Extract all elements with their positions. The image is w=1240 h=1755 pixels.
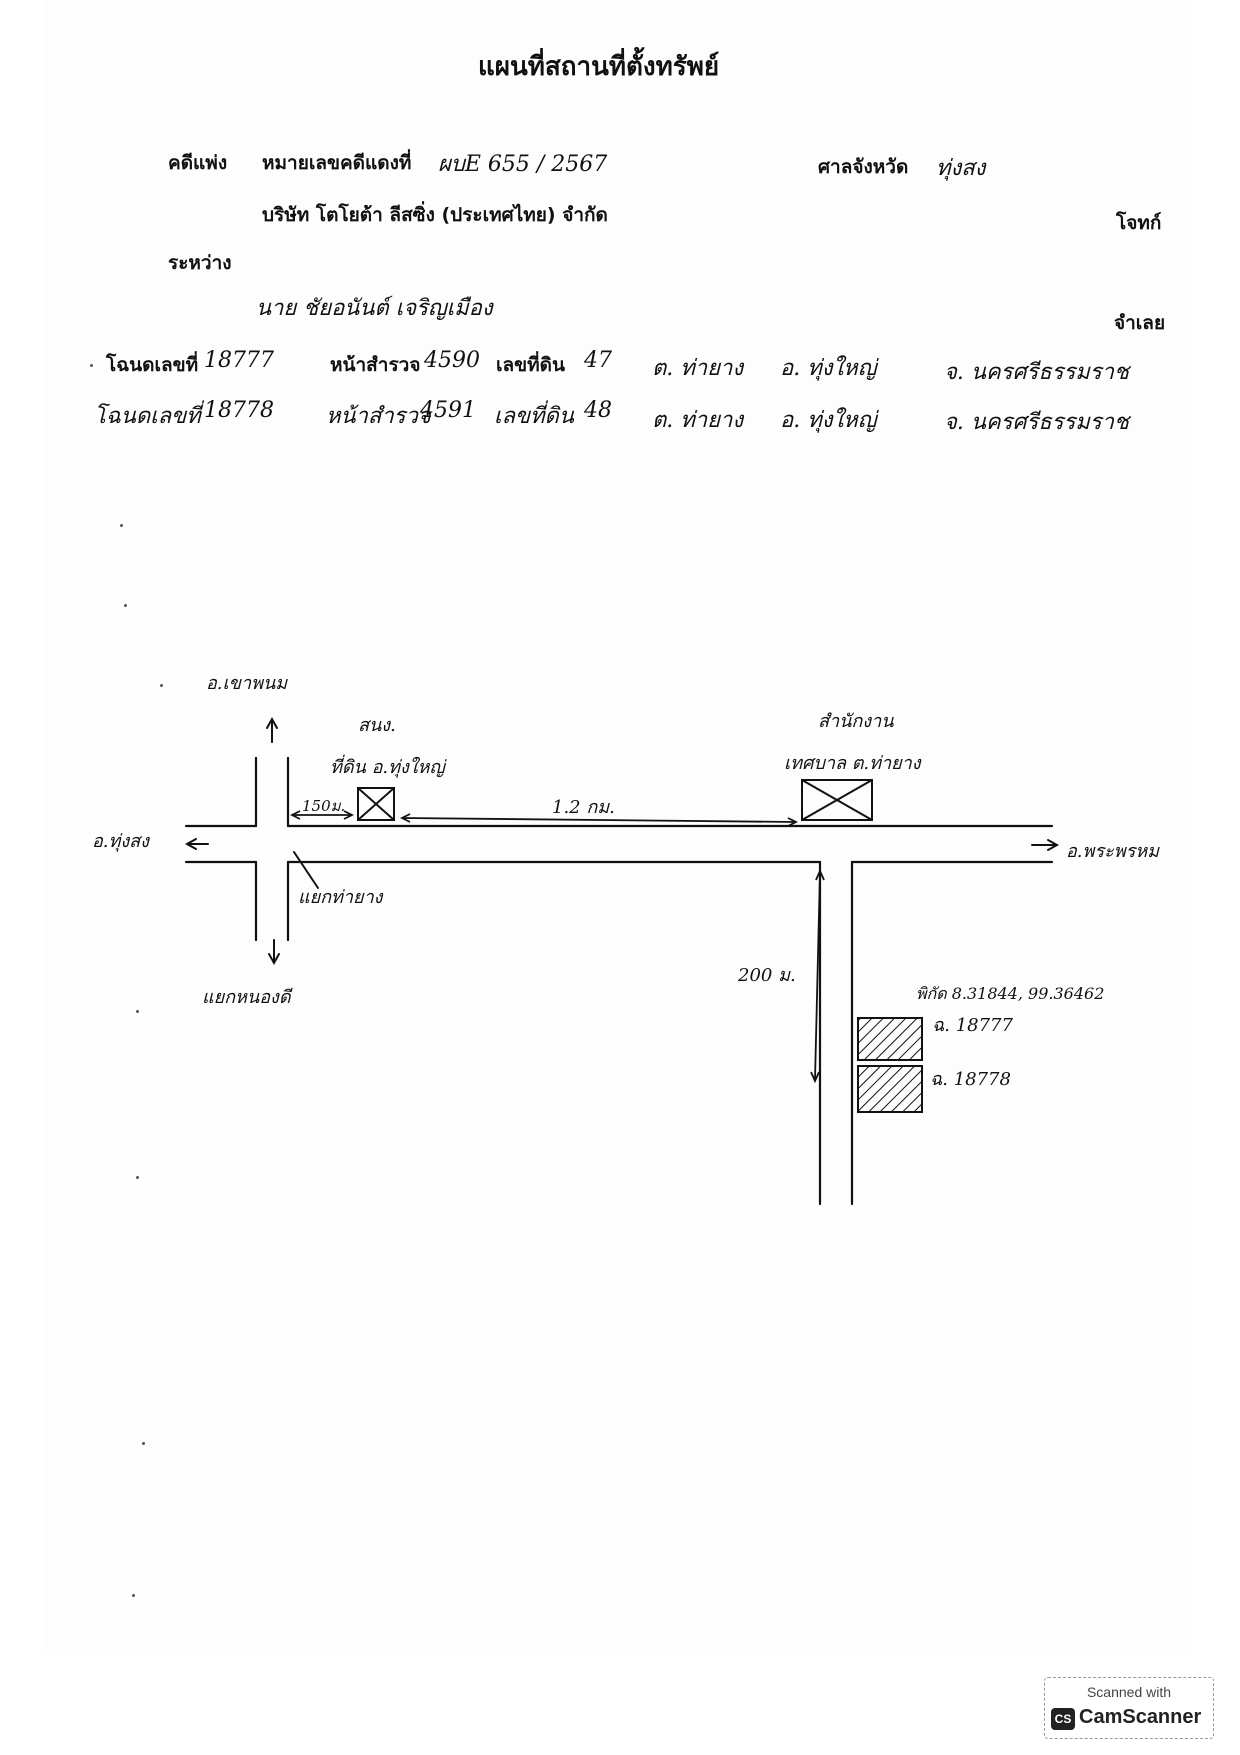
changwat: จ. นครศรีธรรมราช [944,410,1129,435]
municipal-office-label-line1: สำนักงาน [818,711,894,732]
court-name: ทุ่งสง [936,156,986,181]
south-destination-label: แยกหนองดี [202,987,291,1008]
distance-main-label: 1.2 กม. [552,797,615,818]
distance-arrow [814,871,821,1081]
camscanner-watermark: Scanned with CS CamScanner [1044,1677,1214,1739]
north-destination-label: อ.เขาพนม [206,673,288,694]
survey-label: หน้าสำรวจ [330,354,421,376]
north-arrow [266,716,278,729]
land-label: เลขที่ดิน [496,354,565,376]
plaintiff-name: บริษัท โตโยต้า ลีสซิ่ง (ประเทศไทย) จำกัด [262,204,608,226]
land-office-label-line2: ที่ดิน อ.ทุ่งใหญ่ [330,757,445,778]
land-office-label-line1: สนง. [358,715,396,736]
deed-label: โฉนดเลขที่ [106,354,199,376]
distance-side-label: 200 ม. [738,965,796,986]
watermark-line1: Scanned with [1086,1684,1172,1700]
tambon: ต. ท่ายาง [652,356,744,381]
red-case-number: ผบE 655 / 2567 [438,152,608,177]
west-destination-label: อ.ทุ่งสง [92,831,149,852]
distance-arrow [401,817,797,823]
land-label: เลขที่ดิน [494,404,574,429]
scan-speck [124,604,127,607]
camscanner-logo-icon: CS [1051,1708,1075,1730]
scan-speck [136,1176,139,1179]
defendant-name: นาย ชัยอนันต์ เจริญเมือง [256,296,493,321]
scan-speck [90,364,93,367]
court-label: ศาลจังหวัด [818,156,909,178]
distance-junction-label: 150ม. [302,797,346,815]
plaintiff-label: โจทก์ [1116,212,1162,234]
between-label: ระหว่าง [168,252,232,274]
parcel-1-hatch [857,1017,923,1061]
scan-speck [136,1010,139,1013]
case-type: คดีแพ่ง [168,152,228,174]
parcel-1-label: ฉ. 18777 [932,1015,1013,1036]
east-destination-label: อ.พระพรหม [1066,841,1159,862]
amphoe: อ. ทุ่งใหญ่ [780,356,877,381]
scan-speck [132,1594,135,1597]
red-case-label: หมายเลขคดีแดงที่ [262,152,412,174]
land-number: 48 [584,398,612,423]
scan-speck [160,684,163,687]
west-arrow [184,838,197,850]
survey-label: หน้าสำรวจ [326,404,431,429]
changwat: จ. นครศรีธรรมราช [944,360,1129,385]
parcel-2-hatch [857,1065,923,1113]
coordinates-label: พิกัด 8.31844, 99.36462 [916,984,1105,1003]
deed-number: 18777 [204,348,274,373]
defendant-label: จำเลย [1114,312,1166,334]
watermark-brand: CamScanner [1079,1706,1202,1728]
parcel-2-label: ฉ. 18778 [930,1069,1011,1090]
land-number: 47 [584,348,612,373]
survey-number: 4590 [424,348,480,373]
land-office-marker [357,787,395,821]
deed-label: โฉนดเลขที่ [94,404,201,429]
junction-leader [293,851,319,889]
municipal-office-label-line2: เทศบาล ต.ท่ายาง [784,753,921,774]
deed-number: 18778 [204,398,274,423]
survey-number: 4591 [420,398,476,423]
tambon: ต. ท่ายาง [652,408,744,433]
south-arrow [268,953,280,966]
amphoe: อ. ทุ่งใหญ่ [780,408,877,433]
scan-speck [142,1442,145,1445]
municipal-office-marker [801,779,873,821]
document-title: แผนที่สถานที่ตั้งทรัพย์ [478,52,720,82]
scan-speck [120,524,123,527]
east-arrow [1047,839,1060,851]
junction-label: แยกท่ายาง [298,887,383,908]
